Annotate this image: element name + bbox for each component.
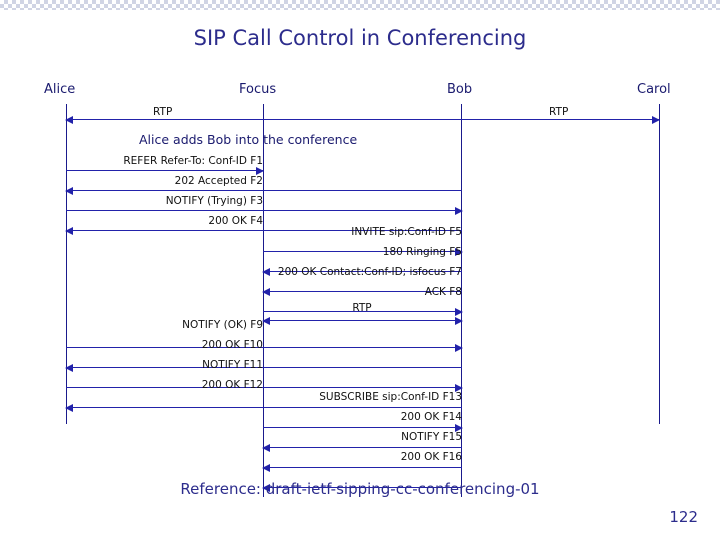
arrow-head-right-icon xyxy=(455,344,463,352)
message-arrow-f5-ringing xyxy=(262,268,462,276)
message-label-f1: REFER Refer-To: Conf-ID F1 xyxy=(123,155,263,167)
page-title: SIP Call Control in Conferencing xyxy=(193,26,527,50)
message-arrow-f15 xyxy=(262,464,462,472)
arrow-head-left-icon xyxy=(65,116,73,124)
arrow-head-left-icon xyxy=(262,317,270,325)
message-arrow-f12 xyxy=(65,404,462,412)
message-label-f7: 200 OK Contact:Conf-ID; isfocus F7 xyxy=(277,266,462,278)
arrow-head-right-icon xyxy=(455,248,463,256)
arrow-head-right-icon xyxy=(455,424,463,432)
message-arrow-f3 xyxy=(66,207,463,215)
lifeline-carol xyxy=(659,104,660,424)
message-label-f13: SUBSCRIBE sip:Conf-ID F13 xyxy=(319,391,462,403)
message-arrow-f9 xyxy=(66,344,463,352)
message-arrow-f7 xyxy=(262,288,462,296)
rtp-arrow-focus-bob xyxy=(262,317,463,325)
decorative-checker-strip xyxy=(0,0,720,10)
arrow-head-right-icon xyxy=(256,167,264,175)
message-arrow-f16 xyxy=(262,484,462,492)
message-label-f2: 202 Accepted F2 xyxy=(174,175,263,187)
message-arrow-f14 xyxy=(262,444,462,452)
rtp-label-left: RTP xyxy=(153,106,173,118)
actor-label-bob: Bob xyxy=(447,82,473,97)
rtp-label-focus-bob: RTP xyxy=(352,302,372,314)
rtp-arrow-alice-carol xyxy=(65,116,660,124)
conference-note: Alice adds Bob into the conference xyxy=(139,132,358,147)
message-arrow-f10 xyxy=(65,364,462,372)
actor-label-carol: Carol xyxy=(637,82,671,97)
message-arrow-f1 xyxy=(66,167,264,175)
actor-label-alice: Alice xyxy=(44,82,76,97)
arrow-head-left-icon xyxy=(65,404,73,412)
message-arrow-f5-invite xyxy=(263,248,463,256)
arrow-head-left-icon xyxy=(65,227,73,235)
message-arrow-f2 xyxy=(65,187,462,195)
actor-label-focus: Focus xyxy=(239,82,277,97)
arrow-head-right-icon xyxy=(455,384,463,392)
arrow-head-left-icon xyxy=(262,484,270,492)
message-label-f5-ringing: 180 Ringing F5 xyxy=(382,246,462,258)
page-number: 122 xyxy=(669,508,698,526)
message-label-f4: 200 OK F4 xyxy=(208,215,263,227)
lifeline-focus xyxy=(263,104,264,497)
message-label-f11: NOTIFY F11 xyxy=(202,359,263,371)
arrow-head-left-icon xyxy=(262,464,270,472)
reference-text: Reference: draft-ietf-sipping-cc-confere… xyxy=(180,480,540,498)
arrow-head-left-icon xyxy=(262,288,270,296)
message-label-f15: NOTIFY F15 xyxy=(401,431,462,443)
message-arrow-f8 xyxy=(263,308,463,316)
arrow-head-right-icon xyxy=(455,207,463,215)
arrow-head-right-icon xyxy=(652,116,660,124)
arrow-head-left-icon xyxy=(65,187,73,195)
message-label-f8: ACK F8 xyxy=(424,286,462,298)
message-arrow-f13 xyxy=(263,424,463,432)
arrow-head-left-icon xyxy=(262,268,270,276)
arrow-head-left-icon xyxy=(65,364,73,372)
message-label-f16: 200 OK F16 xyxy=(400,451,462,463)
message-label-f14: 200 OK F14 xyxy=(400,411,462,423)
lifeline-bob xyxy=(461,104,462,497)
message-label-f5-invite: INVITE sip:Conf-ID F5 xyxy=(351,226,462,238)
arrow-head-right-icon xyxy=(455,317,463,325)
rtp-label-right: RTP xyxy=(549,106,569,118)
message-label-f10: 200 OK F10 xyxy=(201,339,263,351)
lifeline-alice xyxy=(66,104,67,424)
message-arrow-f4 xyxy=(65,227,462,235)
message-label-f9: NOTIFY (OK) F9 xyxy=(182,319,263,331)
message-label-f12: 200 OK F12 xyxy=(201,379,263,391)
message-arrow-f11 xyxy=(66,384,463,392)
arrow-head-right-icon xyxy=(455,308,463,316)
arrow-head-left-icon xyxy=(262,444,270,452)
message-label-f3: NOTIFY (Trying) F3 xyxy=(165,195,263,207)
